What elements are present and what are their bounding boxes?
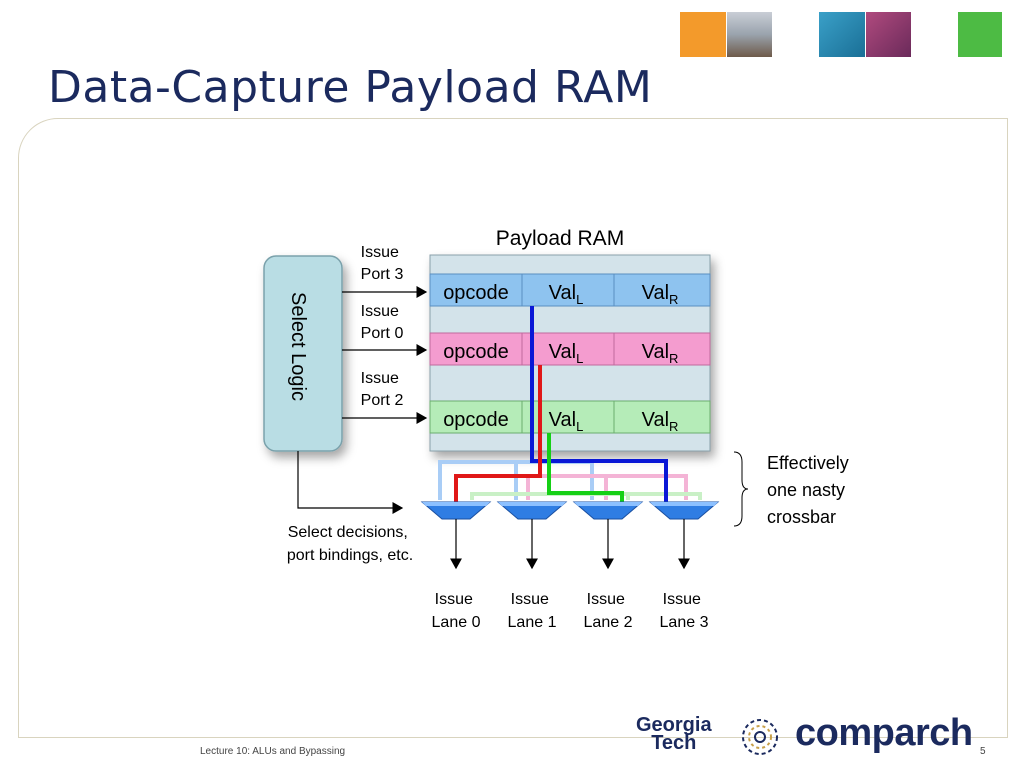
payload-row-2: opcode ValL ValR — [429, 400, 711, 434]
header-tile-photo-campus — [727, 12, 772, 57]
georgia-tech-logo: Georgia Tech — [636, 714, 712, 754]
val-l-cell — [521, 273, 615, 307]
val-r-label: ValR — [642, 341, 679, 366]
val-l-label: ValL — [549, 409, 584, 434]
red-wire — [454, 365, 542, 502]
val-r-cell — [613, 273, 711, 307]
issue-lane-0-label: Issue Lane 0 — [432, 591, 481, 631]
select-decisions-arrow — [297, 451, 404, 514]
val-l-label: ValL — [549, 282, 584, 307]
page-number: 5 — [980, 746, 986, 757]
crossbar-brace — [733, 451, 749, 527]
val-r-label: ValR — [642, 282, 679, 307]
issue-port-3-label: Issue Port 3 — [361, 244, 404, 283]
select-logic-label: Select Logic — [287, 292, 309, 401]
header-tile-teal — [819, 12, 865, 57]
header-tile-orange — [680, 12, 726, 57]
val-r-cell — [613, 332, 711, 366]
gt-swirl-icon — [742, 719, 778, 755]
issue-lane-2-label: Issue Lane 2 — [584, 591, 633, 631]
footer-lecture: Lecture 10: ALUs and Bypassing — [200, 746, 346, 757]
mux-lane-1 — [496, 501, 568, 520]
header-tile-green — [958, 12, 1002, 57]
blue-wire — [530, 306, 668, 502]
mux-lane-3 — [648, 501, 720, 520]
issue-lane-1-label: Issue Lane 1 — [508, 591, 557, 631]
georgia-tech-logo-line2: Tech — [651, 732, 697, 754]
val-l-cell — [521, 332, 615, 366]
val-r-label: ValR — [642, 409, 679, 434]
header-tile-photo-chip — [866, 12, 911, 57]
select-logic-block — [263, 255, 343, 452]
select-decisions-label: Select decisions, port bindings, etc. — [287, 524, 413, 564]
val-l-label: ValL — [549, 341, 584, 366]
payload-ram-label: Payload RAM — [496, 227, 624, 250]
issue-port-2-label: Issue Port 2 — [361, 370, 404, 409]
opcode-label: opcode — [443, 341, 509, 363]
green-wire — [547, 433, 624, 502]
val-r-cell — [613, 400, 711, 434]
comparch-logo: comparch — [795, 712, 973, 754]
val-l-cell — [521, 400, 615, 434]
opcode-cell — [429, 332, 523, 366]
georgia-tech-logo-line1: Georgia — [636, 714, 712, 736]
page-title: Data-Capture Payload RAM — [48, 62, 653, 113]
payload-row-0: opcode ValL ValR — [429, 273, 711, 307]
issue-port-0-label: Issue Port 0 — [361, 303, 404, 342]
mux-lane-0 — [420, 501, 492, 520]
mux-lane-2 — [572, 501, 644, 520]
opcode-label: opcode — [443, 409, 509, 431]
crossbar-note: Effectively one nasty crossbar — [767, 453, 854, 527]
issue-lane-3-label: Issue Lane 3 — [660, 591, 709, 631]
payload-row-1: opcode ValL ValR — [429, 332, 711, 366]
opcode-label: opcode — [443, 282, 509, 304]
